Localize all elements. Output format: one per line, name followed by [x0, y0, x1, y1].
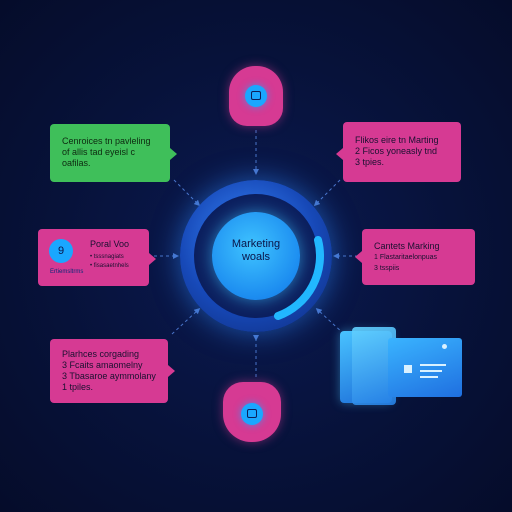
card-mid-left-item-1: • tsssnagiats [90, 254, 124, 260]
card-top-right-line-1: Flikos eire tn Marting [355, 135, 439, 145]
card-top-left-line-2: of allis tad eyeisl c [62, 147, 136, 157]
panel-dot [442, 344, 447, 349]
hub-label-line-2: woals [241, 251, 271, 263]
flag-icon [404, 365, 412, 373]
card-bottom-left-line-3: 3 Tbasaroe aymmolany [62, 371, 156, 381]
device-panel [388, 338, 462, 397]
device-illustration [340, 325, 464, 409]
hub-center [212, 212, 300, 300]
panel-bar-2 [420, 370, 442, 372]
card-mid-left: 9 Ertiemsltrms Poral Voo • tsssnagiats •… [38, 229, 156, 286]
hub-label: Marketing woals [212, 238, 300, 264]
panel-bar-1 [420, 364, 446, 366]
card-mid-left-number: 9 [49, 239, 73, 263]
card-mid-right: Cantets Marking 1 Flastaritaelonpuas 3 t… [355, 229, 475, 285]
card-bottom-left: Plarhces corgading 3 Fcaits amaomelny 3 … [50, 339, 175, 403]
card-top-left: Cenroices tn pavleling of allis tad eyei… [50, 124, 177, 182]
card-mid-left-number-sub: Ertiemsltrms [50, 269, 84, 275]
card-mid-right-line-1: Cantets Marking [374, 241, 440, 251]
lock-icon [245, 85, 267, 107]
card-mid-right-line-2: 1 Flastaritaelonpuas [374, 254, 438, 261]
card-bottom-left-line-2: 3 Fcaits amaomelny [62, 360, 143, 370]
copy-icon [241, 403, 263, 425]
card-top-left-line-3: oafilas. [62, 158, 91, 168]
card-bottom-left-line-4: 1 tpiles. [62, 382, 94, 392]
hub-label-line-1: Marketing [231, 238, 281, 250]
hub-progress-arc [274, 236, 324, 320]
card-mid-left-item-2: • fisasaetnhels [90, 263, 129, 269]
top-node [229, 66, 283, 126]
card-mid-right-line-3: 3 tsspiis [374, 265, 400, 272]
bottom-node [223, 382, 281, 442]
card-top-right-line-2: 2 Ficos yoneasly tnd [355, 146, 438, 156]
card-top-right-line-3: 3 tpies. [355, 157, 385, 167]
card-mid-left-title: Poral Voo [90, 239, 130, 249]
panel-bar-3 [420, 376, 438, 378]
card-bottom-left-line-1: Plarhces corgading [62, 349, 140, 359]
card-top-right: Flikos eire tn Marting 2 Ficos yoneasly … [336, 122, 461, 182]
card-mid-left-items: • tsssnagiats • fisasaetnhels [90, 253, 129, 271]
card-top-left-line-1: Cenroices tn pavleling [62, 136, 151, 146]
